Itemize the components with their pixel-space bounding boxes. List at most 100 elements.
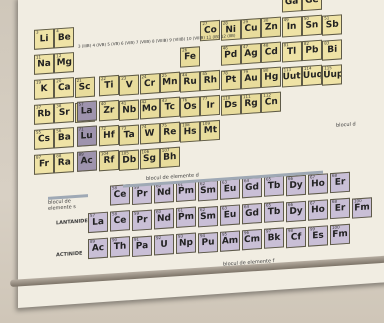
element-symbol: Mo (141, 103, 158, 115)
element-symbol: Pt (225, 74, 237, 86)
element-symbol: Bh (163, 152, 177, 164)
element-symbol: Na (37, 58, 51, 70)
block-s-note: blocul de elemente s (48, 198, 76, 212)
element-symbol: Er (334, 203, 346, 215)
element-symbol: Cm (244, 234, 260, 246)
element-symbol: Tl (286, 46, 297, 57)
element-symbol: Pb (305, 45, 319, 57)
actinide-label: ACTINIDE (56, 250, 83, 259)
element-symbol: Pr (136, 214, 148, 226)
element-symbol: Au (244, 73, 258, 85)
element-symbol: Ds (224, 99, 238, 111)
element-symbol: Sn (305, 20, 319, 32)
element-symbol: Hf (103, 130, 115, 142)
element-symbol: Nd (157, 213, 171, 225)
element-symbol: La (92, 216, 104, 228)
element-symbol: Sg (143, 153, 156, 165)
lantanide-label: LANTANIDE (56, 218, 88, 227)
element-symbol: Cn (264, 97, 278, 109)
element-symbol: Eu (223, 209, 237, 221)
block-p-label: blocul d (336, 121, 356, 129)
element-symbol: Ac (80, 155, 93, 167)
element-symbol: Nb (122, 104, 137, 116)
atomic-number: 3 (36, 29, 39, 35)
element-symbol: Sm (200, 210, 216, 222)
element-cell-ge: 32Ge (301, 0, 322, 12)
element-symbol: K (40, 83, 48, 95)
element-symbol: Pd (224, 49, 238, 61)
element-symbol: Uup (323, 68, 343, 81)
element-symbol: Ce (113, 215, 127, 227)
element-symbol: Bi (327, 44, 338, 55)
element-symbol: Re (163, 127, 177, 139)
element-symbol: Fm (332, 229, 348, 241)
element-symbol: Ho (311, 178, 325, 190)
element-symbol: Ba (57, 132, 71, 144)
element-symbol: Uut (282, 71, 301, 83)
element-symbol: Cf (290, 231, 302, 243)
element-symbol: Pm (178, 211, 194, 223)
element-cell-ga: 31Ga (281, 0, 302, 13)
element-symbol: Ag (244, 48, 258, 60)
element-symbol: Ti (104, 80, 114, 92)
element-symbol: Cr (143, 78, 156, 90)
element-symbol: Os (183, 101, 197, 113)
element-symbol: Mn (162, 77, 178, 89)
element-symbol: Rh (203, 75, 218, 87)
element-symbol: La (80, 105, 93, 117)
element-symbol: Mg (56, 57, 72, 69)
element-symbol: Mt (203, 125, 218, 137)
element-symbol: Rb (37, 108, 51, 120)
element-symbol: Sb (325, 19, 339, 31)
element-symbol: Ce (113, 189, 127, 201)
element-symbol: Dy (289, 205, 303, 217)
